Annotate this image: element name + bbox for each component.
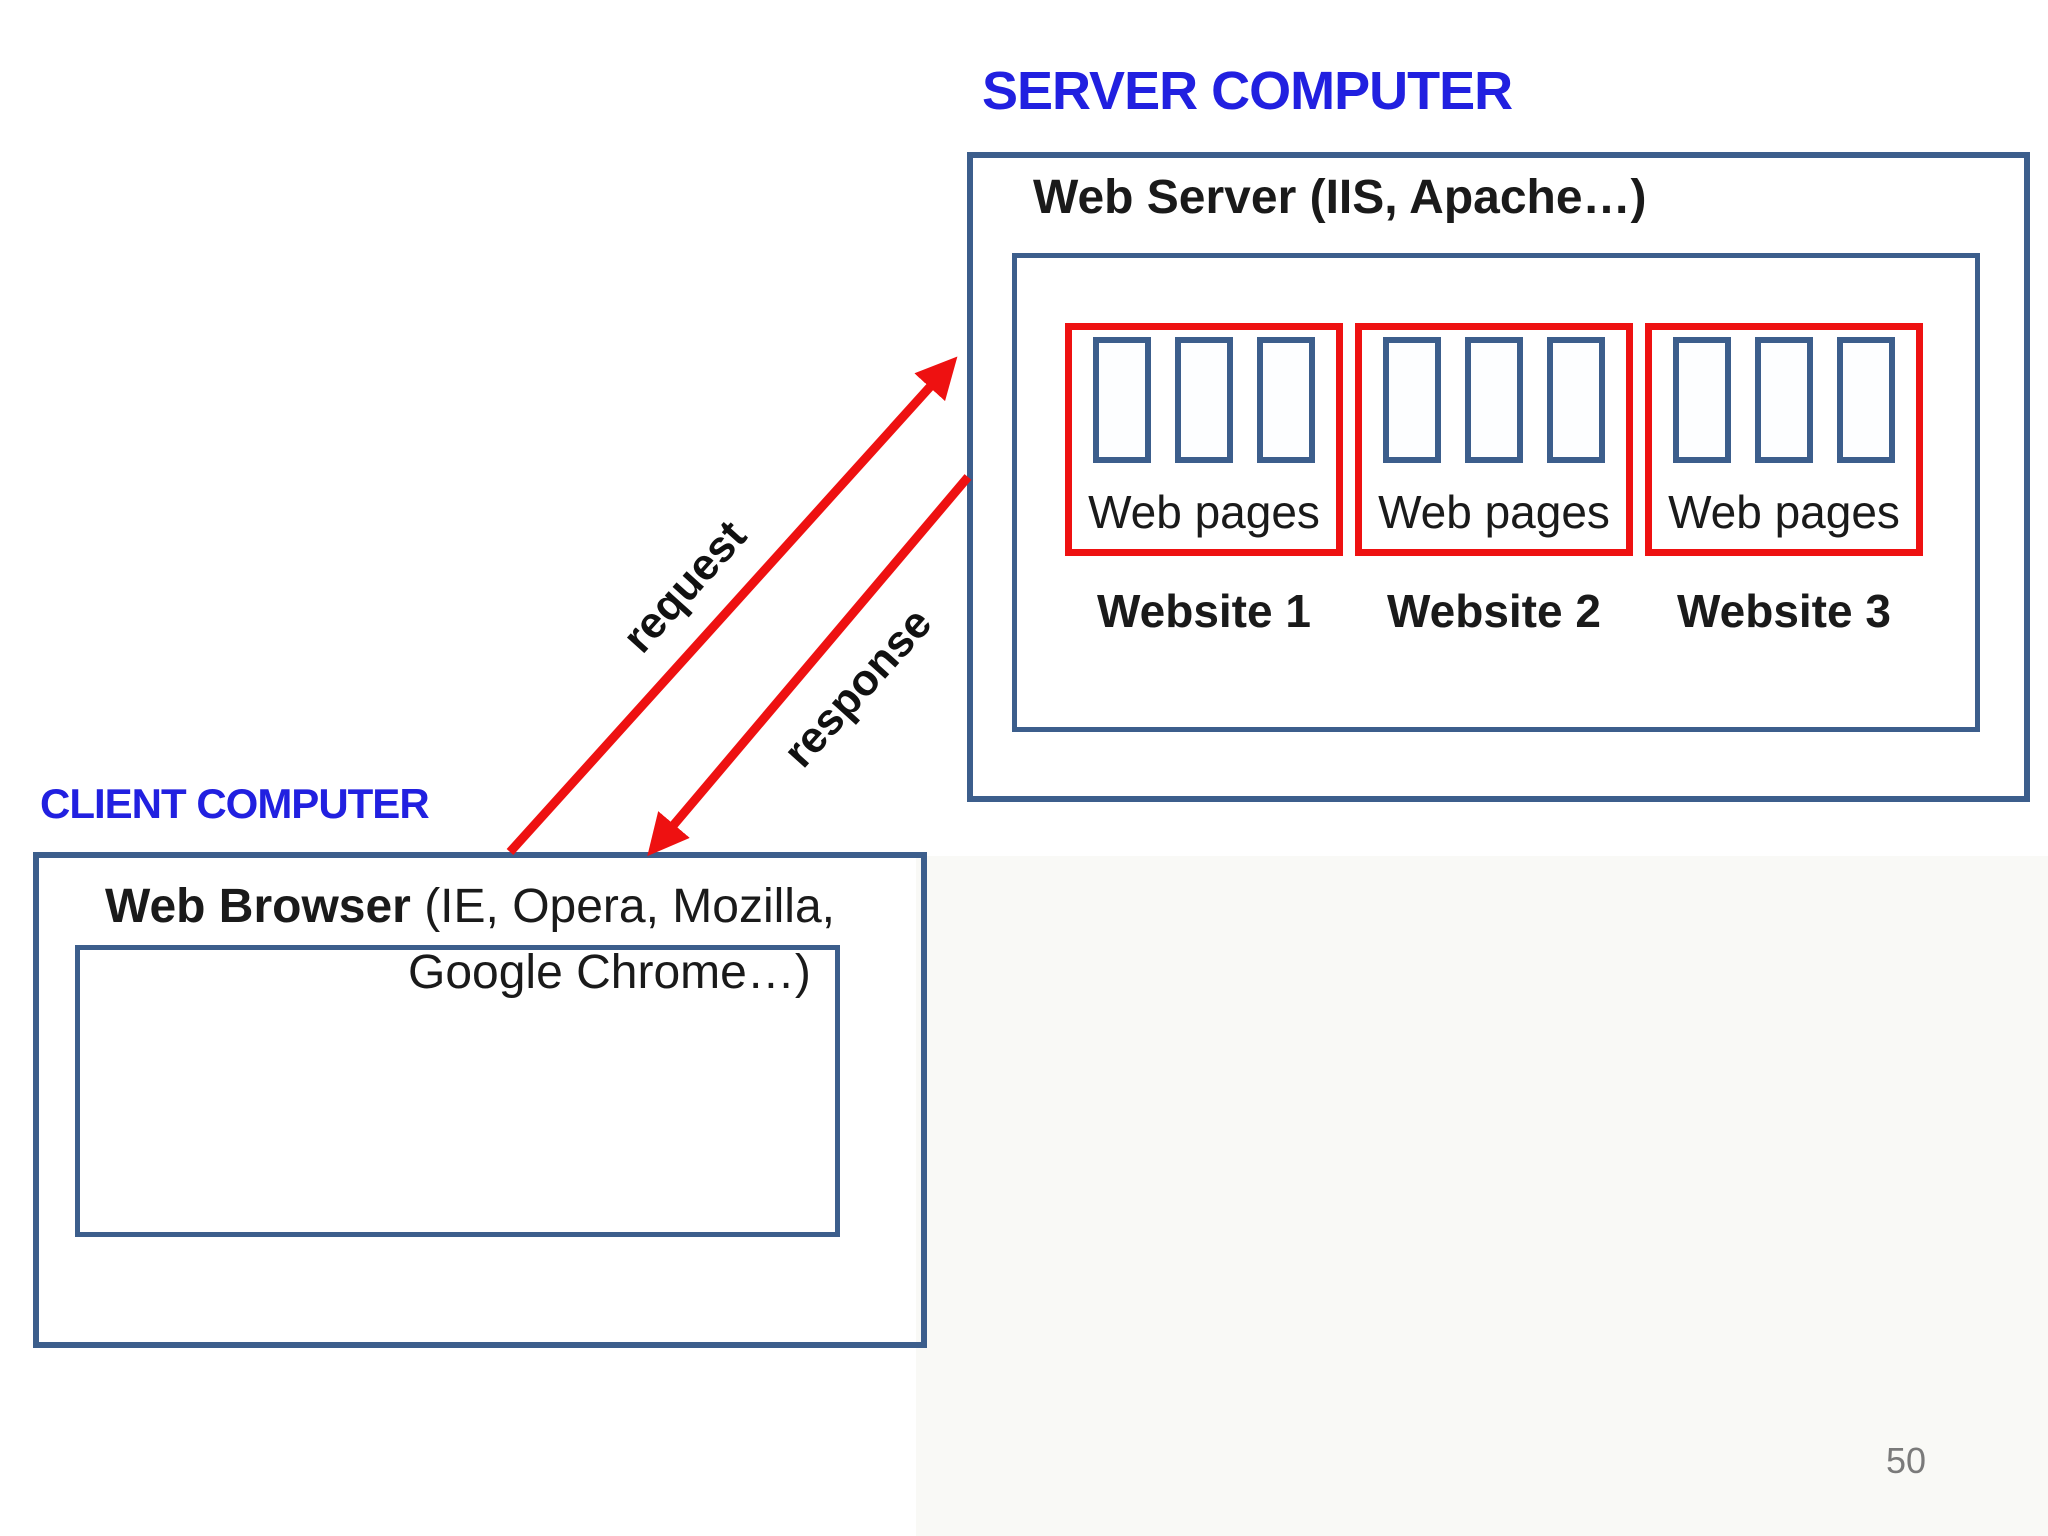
web-page-icon <box>1837 337 1895 463</box>
website-box-3: Web pages <box>1645 323 1923 556</box>
website-names-row: Website 1 Website 2 Website 3 <box>1012 584 1980 638</box>
web-page-icon <box>1673 337 1731 463</box>
request-arrow <box>506 356 958 856</box>
web-page-icon <box>1465 337 1523 463</box>
website-box-1: Web pages <box>1065 323 1343 556</box>
web-page-icons <box>1383 337 1605 463</box>
web-page-icons <box>1093 337 1315 463</box>
web-browser-inner-box <box>75 945 840 1237</box>
response-arrow-label: response <box>773 598 942 777</box>
web-browser-title-rest: (IE, Opera, Mozilla, <box>410 880 835 933</box>
web-pages-label: Web pages <box>1668 486 1900 538</box>
web-page-icon <box>1547 337 1605 463</box>
web-browser-title-line2: Google Chrome…) <box>408 946 811 999</box>
website-box-2: Web pages <box>1355 323 1633 556</box>
web-page-icon <box>1383 337 1441 463</box>
web-server-title: Web Server (IIS, Apache…) <box>1033 171 1647 224</box>
web-browser-title-bold: Web Browser <box>105 880 411 933</box>
background-tint <box>916 856 2048 1536</box>
web-page-icon <box>1175 337 1233 463</box>
server-computer-heading: SERVER COMPUTER <box>982 61 1513 121</box>
website-name: Website 2 <box>1387 585 1601 637</box>
web-server-inner-box <box>1012 253 1980 732</box>
web-page-icons <box>1673 337 1895 463</box>
page-number: 50 <box>1886 1440 1927 1481</box>
web-pages-label: Web pages <box>1378 486 1610 538</box>
web-pages-label: Web pages <box>1088 486 1320 538</box>
website-name: Website 3 <box>1677 585 1891 637</box>
client-computer-box <box>33 852 927 1348</box>
client-computer-heading: CLIENT COMPUTER <box>40 780 430 827</box>
request-arrow-label: request <box>613 511 757 663</box>
web-page-icon <box>1755 337 1813 463</box>
website-name: Website 1 <box>1097 585 1311 637</box>
web-page-icon <box>1257 337 1315 463</box>
web-page-icon <box>1093 337 1151 463</box>
websites-row: Web pages Web pages Web pages <box>1012 323 1980 556</box>
web-browser-title: Web Browser (IE, Opera, Mozilla, <box>105 880 835 934</box>
